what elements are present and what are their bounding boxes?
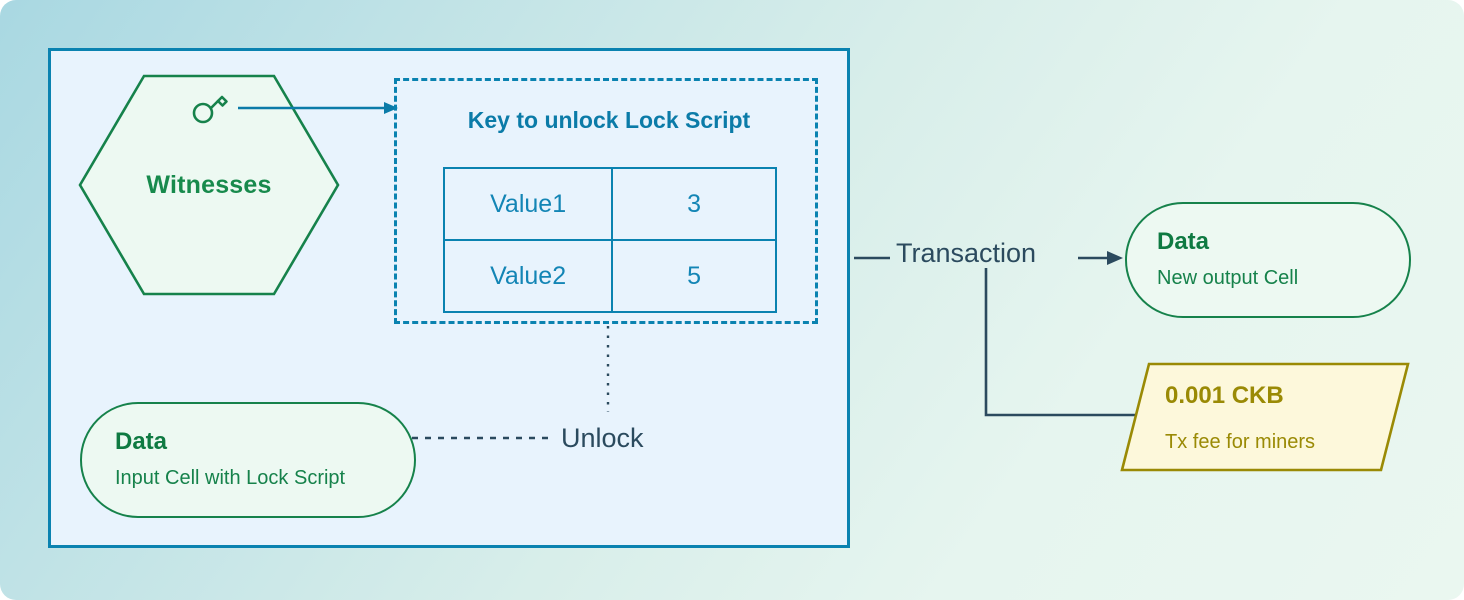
table-cell-key: Value2 <box>442 239 614 313</box>
transaction-label: Transaction <box>896 238 1037 268</box>
table-row: Value1 3 <box>442 167 777 241</box>
tx-fee-description: Tx fee for miners <box>1165 431 1316 453</box>
input-cell: Data Input Cell with Lock Script <box>80 402 416 518</box>
table-row: Value2 5 <box>442 239 777 313</box>
lock-script-box: Key to unlock Lock Script Value1 3 Value… <box>394 78 818 324</box>
output-cell-title: Data <box>1157 228 1210 255</box>
table-cell-value: 3 <box>611 167 777 241</box>
table-cell-value: 5 <box>611 239 777 313</box>
tx-fee-parallelogram <box>1120 362 1410 472</box>
lock-script-title: Key to unlock Lock Script <box>467 107 751 133</box>
input-cell-title: Data <box>115 428 168 455</box>
output-cell: Data New output Cell <box>1125 202 1411 318</box>
unlock-label: Unlock <box>561 423 644 453</box>
fee-elbow-connector <box>984 268 1143 417</box>
input-cell-subtitle: Input Cell with Lock Script <box>115 467 346 489</box>
output-cell-subtitle: New output Cell <box>1157 267 1299 289</box>
witnesses-label: Witnesses <box>146 170 272 199</box>
lock-script-table: Value1 3 Value2 5 <box>442 167 777 313</box>
witnesses-shape: Witnesses <box>78 74 340 296</box>
table-cell-key: Value1 <box>442 167 614 241</box>
tx-fee-amount: 0.001 CKB <box>1165 382 1284 409</box>
